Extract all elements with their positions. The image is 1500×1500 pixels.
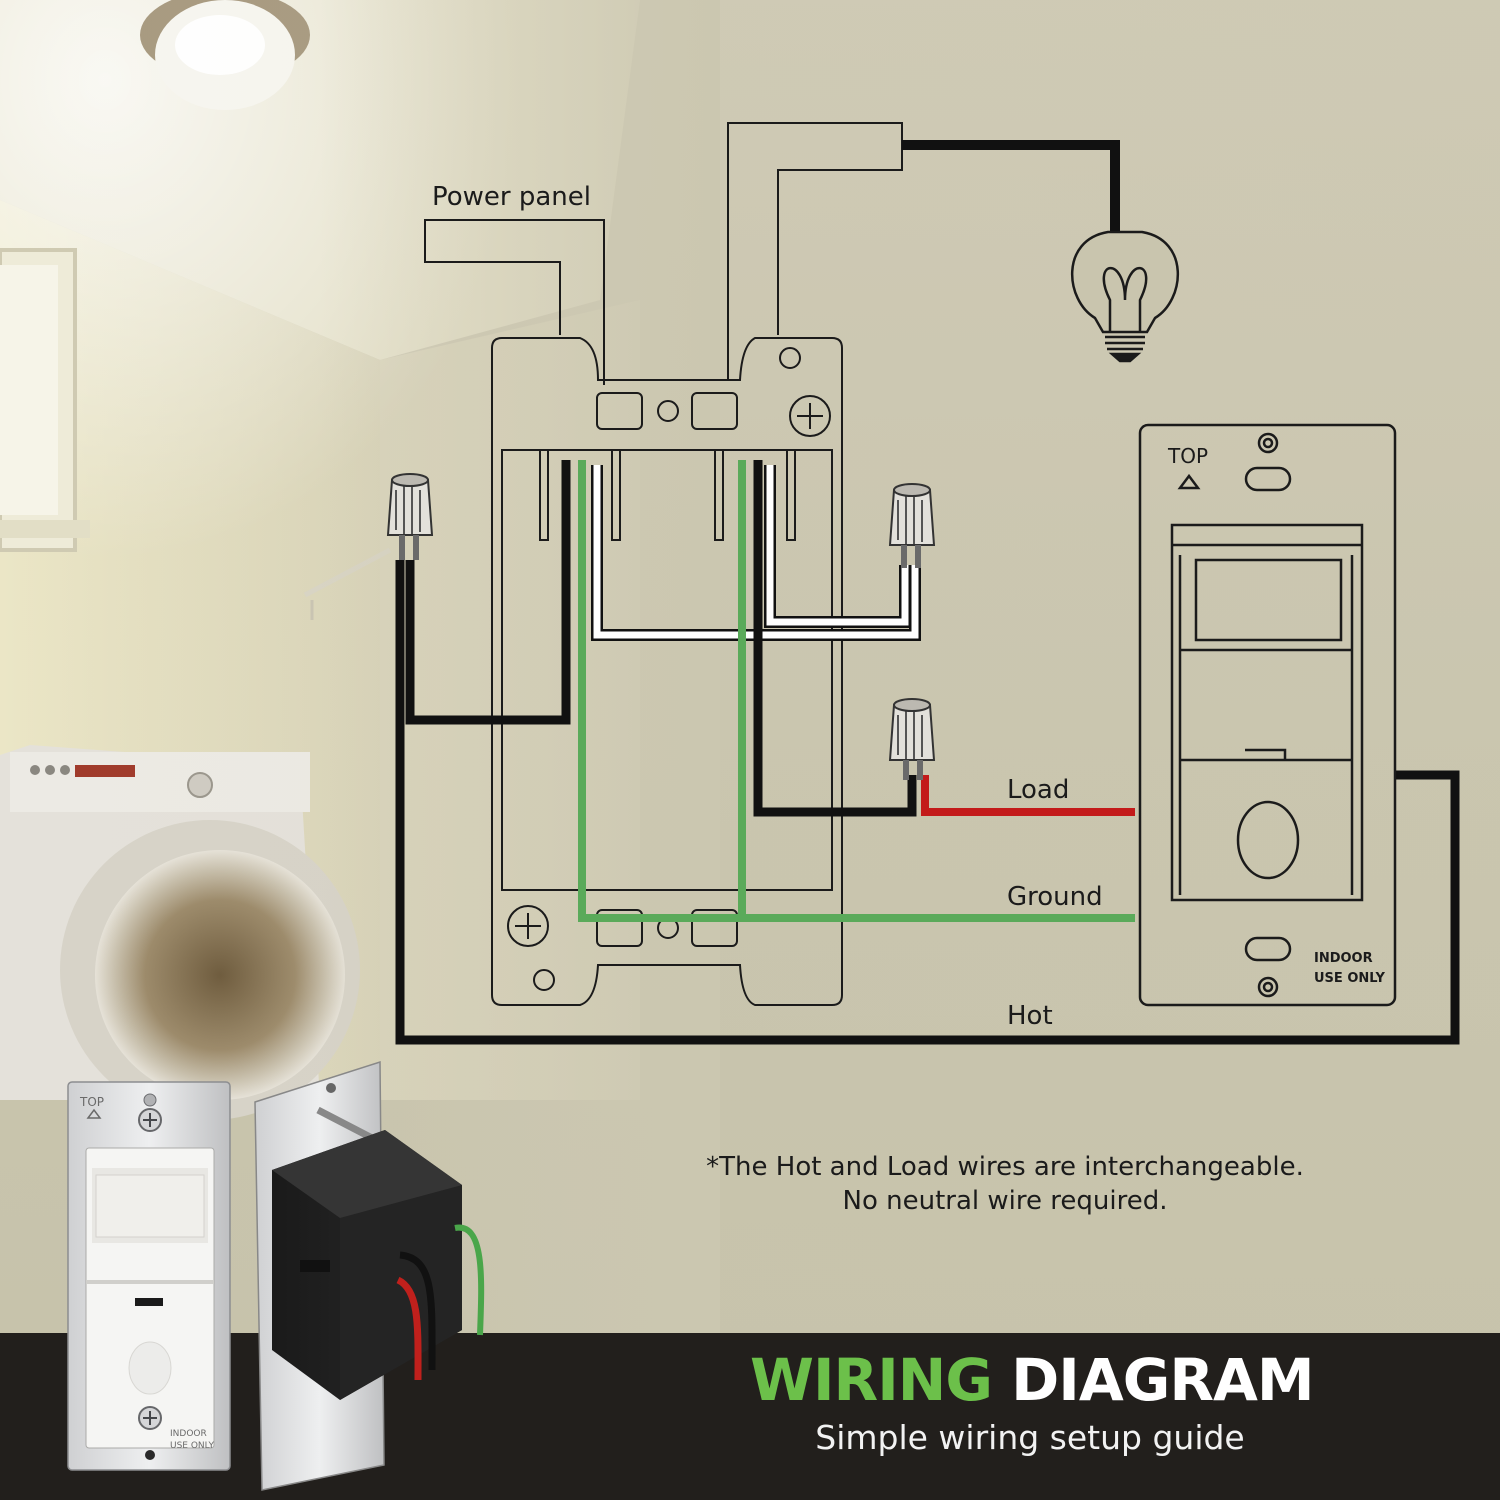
power-panel-label: Power panel: [432, 182, 591, 212]
product-top-label: TOP: [79, 1095, 104, 1109]
hot-wires: [395, 460, 1460, 1045]
product-use-only-label: USE ONLY: [170, 1441, 214, 1451]
page-title: WIRING DIAGRAM: [750, 1343, 1315, 1417]
note-line-1: *The Hot and Load wires are interchangea…: [706, 1152, 1304, 1182]
product-red-wire: [396, 1276, 422, 1381]
plate-top-label: TOP: [1167, 444, 1208, 468]
product-green-wire: [454, 1224, 485, 1336]
motion-sensor-plate: [1138, 423, 1397, 1007]
wiring-note: *The Hot and Load wires are interchangea…: [660, 1150, 1350, 1218]
wire-nut-icon: [888, 698, 936, 780]
wire-nut-icon: [888, 483, 936, 568]
plate-indoor-label: INDOOR: [1314, 951, 1373, 966]
title-accent: WIRING: [750, 1346, 993, 1414]
note-line-2: No neutral wire required.: [842, 1186, 1168, 1216]
screw-icon: [507, 905, 549, 947]
switch-box: [491, 337, 843, 1006]
plate-use-only-label: USE ONLY: [1314, 971, 1386, 986]
ground-label: Ground: [1007, 882, 1103, 912]
load-wire: [921, 775, 1135, 816]
page-subtitle: Simple wiring setup guide: [815, 1418, 1245, 1457]
load-label: Load: [1007, 775, 1069, 805]
title-rest: DIAGRAM: [1011, 1346, 1314, 1414]
ground-wires: [578, 460, 1135, 922]
screw-icon: [789, 395, 831, 437]
bulb-wire: [902, 140, 1120, 232]
hot-label: Hot: [1007, 1001, 1053, 1031]
footer-band: [0, 1333, 1500, 1500]
power-panel-conduit: [424, 219, 605, 385]
product-back-switch: [254, 1060, 485, 1491]
product-indoor-label: INDOOR: [170, 1429, 207, 1439]
product-black-wire: [399, 1251, 436, 1371]
product-front-switch: TOP INDOOR USE ONLY: [67, 1081, 231, 1471]
wire-nut-icon: [386, 473, 434, 560]
light-bulb-icon: [1071, 230, 1179, 363]
